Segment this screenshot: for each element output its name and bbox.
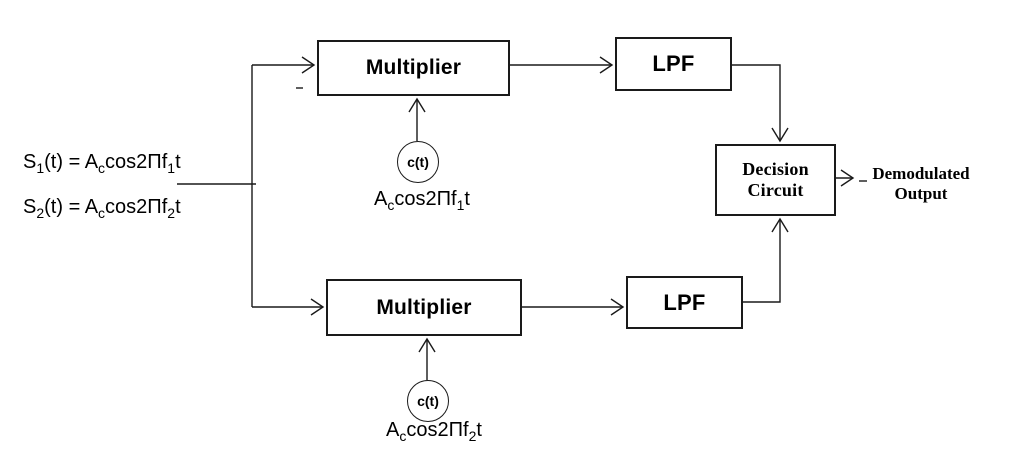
lpf-top-label: LPF bbox=[652, 51, 695, 76]
decision-output-arrowhead-icon bbox=[840, 169, 855, 187]
multiplier-top-block: Multiplier bbox=[317, 40, 510, 96]
lpf-top-to-decision-line bbox=[732, 64, 781, 141]
carrier-bottom-equation: Accos2Πf2t bbox=[386, 419, 482, 444]
decision-circuit-label: Decision Circuit bbox=[742, 158, 809, 200]
carrier-bottom-node: c(t) bbox=[407, 380, 449, 422]
lpf-top-block: LPF bbox=[615, 37, 732, 91]
carrier-bottom-node-label: c(t) bbox=[417, 393, 439, 409]
multiplier-bottom-label: Multiplier bbox=[376, 295, 472, 319]
multiplier-bottom-block: Multiplier bbox=[326, 279, 522, 336]
top-branch-arrowhead-icon bbox=[301, 56, 316, 74]
input-equation-s1: S1(t) = Accos2Πf1t bbox=[23, 151, 181, 176]
multiplier-bottom-to-lpf-arrowhead-icon bbox=[610, 298, 625, 316]
multiplier-top-to-lpf-arrowhead-icon bbox=[599, 56, 614, 74]
multiplier-top-label: Multiplier bbox=[365, 56, 462, 79]
carrier-top-node-label: c(t) bbox=[407, 154, 429, 170]
demodulated-output-label: Demodulated Output bbox=[872, 164, 970, 203]
carrier-top-arrowhead-icon bbox=[408, 97, 426, 113]
lpf-top-to-decision-arrowhead-icon bbox=[771, 127, 789, 143]
carrier-top-node: c(t) bbox=[397, 141, 439, 183]
lpf-bottom-block: LPF bbox=[626, 276, 743, 329]
lpf-bottom-to-decision-arrowhead-icon bbox=[771, 217, 789, 233]
decision-circuit-block: Decision Circuit bbox=[715, 144, 836, 216]
carrier-top-equation: Accos2Πf1t bbox=[374, 188, 470, 213]
lpf-bottom-to-decision-line bbox=[743, 219, 781, 303]
bottom-branch-arrowhead-icon bbox=[310, 298, 325, 316]
lpf-bottom-label: LPF bbox=[663, 289, 706, 315]
carrier-bottom-arrowhead-icon bbox=[418, 337, 436, 353]
input-equation-s2: S2(t) = Accos2Πf2t bbox=[23, 196, 181, 221]
